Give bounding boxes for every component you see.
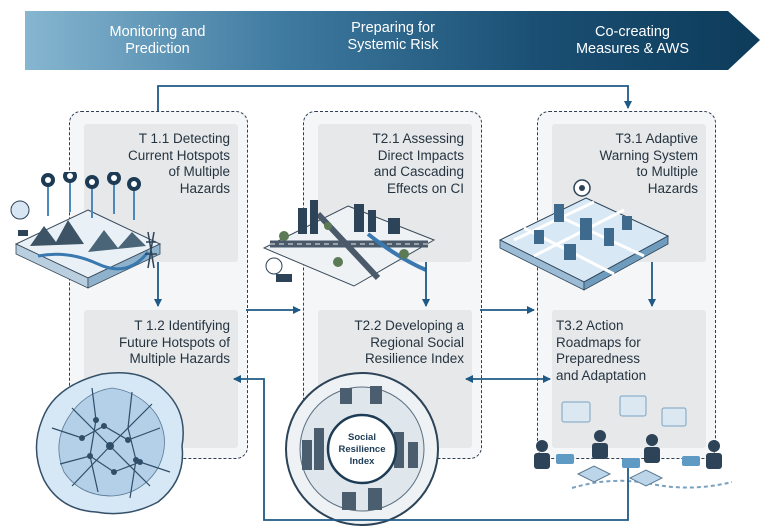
task-title-t21: T2.1 Assessing Direct Impacts and Cascad…: [324, 131, 464, 197]
phase-label: Measures & AWS: [575, 41, 690, 57]
phase-label: Systemic Risk: [347, 37, 439, 53]
title-line: Hazards: [647, 180, 698, 196]
phase-label: Co-creating: [595, 24, 670, 40]
title-line: Current Hotspots: [127, 147, 230, 163]
title-line: of Multiple: [168, 164, 230, 179]
wheel-center-label: Resilience: [339, 444, 386, 455]
arrow-wp1-to-wp3: [157, 85, 632, 111]
title-line: Regional Social: [370, 334, 464, 350]
title-line: T 1.2 Identifying: [134, 318, 230, 333]
title-line: Hazards: [179, 180, 230, 196]
task-title-t11: T 1.1 Detecting Current Hotspots of Mult…: [90, 131, 230, 197]
task-title-t32: T3.2 Action Roadmaps for Preparedness an…: [556, 318, 666, 384]
social-resilience-wheel-illustration: Social Resilience Index: [285, 372, 439, 526]
phase-label: Preparing for: [351, 20, 435, 36]
title-line: Roadmaps for: [556, 334, 641, 350]
title-line: to Multiple: [636, 164, 698, 179]
phase-monitoring: Monitoring and Prediction: [80, 24, 235, 58]
title-line: T3.2 Action: [556, 318, 624, 333]
title-line: Preparedness: [556, 351, 641, 366]
phase-cocreating: Co-creating Measures & AWS: [555, 24, 710, 58]
task-title-t22: T2.2 Developing a Regional Social Resili…: [320, 318, 464, 368]
title-line: Future Hotspots of: [118, 334, 230, 350]
wheel-center-label: Index: [350, 456, 376, 467]
task-title-t12: T 1.2 Identifying Future Hotspots of Mul…: [86, 318, 230, 368]
title-line: T 1.1 Detecting: [138, 131, 230, 146]
title-line: T3.1 Adaptive: [615, 131, 698, 146]
title-line: Warning System: [599, 147, 698, 163]
title-line: and Cascading: [373, 164, 464, 179]
phase-banner: [25, 11, 760, 70]
title-line: and Adaptation: [556, 367, 647, 383]
phase-label: Monitoring and: [109, 24, 206, 40]
title-line: T2.2 Developing a: [354, 318, 464, 333]
title-line: T2.1 Assessing: [372, 131, 464, 146]
future-hotspots-map-illustration: [35, 371, 184, 515]
banner-arrow-shape: [25, 11, 760, 70]
phase-label: Prediction: [125, 41, 190, 57]
co-creation-roadmap-illustration: [534, 395, 733, 489]
title-line: Effects on CI: [386, 180, 464, 196]
critical-infrastructure-illustration: [262, 200, 436, 287]
title-line: Resilience Index: [364, 351, 464, 366]
phase-preparing: Preparing for Systemic Risk: [318, 20, 468, 54]
wheel-center-label: Social: [348, 432, 376, 443]
warning-system-city-illustration: [498, 179, 670, 291]
hazard-monitoring-illustration: [10, 172, 162, 289]
title-line: Direct Impacts: [377, 147, 464, 163]
title-line: Multiple Hazards: [129, 351, 230, 366]
task-title-t31: T3.1 Adaptive Warning System to Multiple…: [558, 131, 698, 197]
